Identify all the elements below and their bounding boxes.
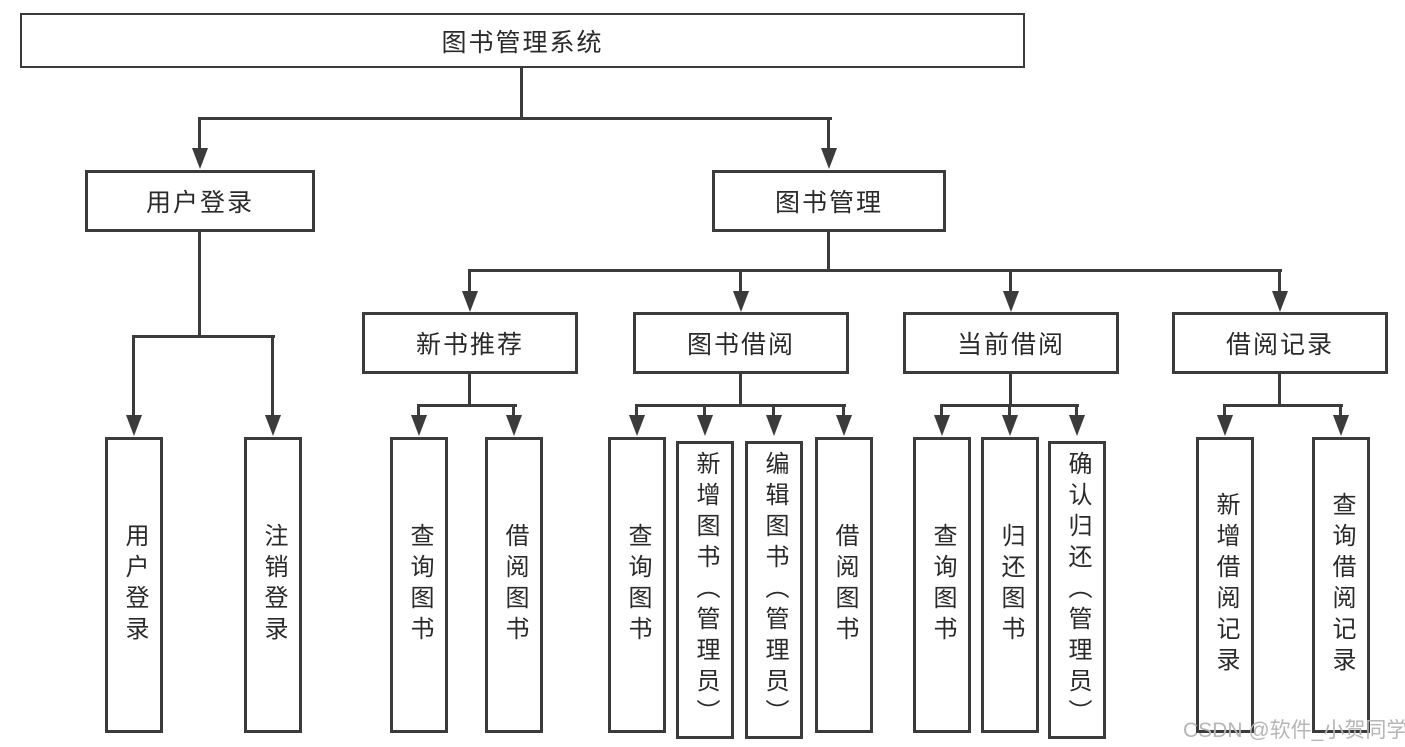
current-borrow-node: 当前借阅 xyxy=(903,312,1119,374)
connector-cu-return-drop xyxy=(1008,404,1011,417)
connector-cu-confirm-drop xyxy=(1075,404,1078,417)
root-node: 图书管理系统 xyxy=(20,13,1025,68)
leaf-rc-add-record-label: 新增借阅记录 xyxy=(1212,492,1239,678)
connector-new-books-bar xyxy=(417,404,517,407)
book-borrow-node: 图书借阅 xyxy=(633,312,849,374)
arrowhead-leaf-logout xyxy=(265,415,281,436)
leaf-cu-query-books-label: 查询图书 xyxy=(929,523,956,647)
arrowhead-nb-borrow xyxy=(506,415,522,436)
arrowhead-new-books xyxy=(462,291,478,312)
connector-new-books-trunk xyxy=(468,372,471,407)
new-books-node-label: 新书推荐 xyxy=(415,331,524,359)
leaf-logout-label: 注销登录 xyxy=(260,523,287,647)
arrowhead-bw-borrow xyxy=(836,415,852,436)
root-node-label: 图书管理系统 xyxy=(441,28,604,57)
book-borrow-node-label: 图书借阅 xyxy=(686,331,795,359)
connector-book-borrow-trunk xyxy=(739,372,742,407)
csdn-watermark: CSDN @软件_小贺同学 xyxy=(1183,719,1405,742)
new-books-node: 新书推荐 xyxy=(362,312,578,374)
connector-book-borrow-leafbar xyxy=(635,404,846,407)
leaf-bw-edit-books-admin: 编辑图书（管理员） xyxy=(745,441,803,739)
arrowhead-book-borrow xyxy=(733,291,749,312)
book-mgmt-node-label: 图书管理 xyxy=(774,189,883,217)
connector-rc-add-drop xyxy=(1223,404,1226,417)
connector-root-bar xyxy=(198,117,832,120)
connector-root-trunk xyxy=(520,66,523,118)
connector-nb-query-drop xyxy=(417,404,420,417)
arrowhead-rc-add xyxy=(1217,415,1233,436)
leaf-user-login-label: 用户登录 xyxy=(121,523,148,647)
arrowhead-borrow-records xyxy=(1272,291,1288,312)
connector-current-borrow-drop xyxy=(1009,269,1012,294)
connector-leaf-logout-drop xyxy=(271,335,274,416)
connector-user-login-bar xyxy=(132,335,275,338)
leaf-bw-query-books: 查询图书 xyxy=(608,437,666,733)
arrowhead-book-mgmt xyxy=(821,148,837,169)
leaf-bw-add-books-admin: 新增图书（管理员） xyxy=(676,441,734,739)
arrowhead-bw-add xyxy=(697,415,713,436)
connector-leaf-user-login-drop xyxy=(132,335,135,416)
leaf-nb-query-books-label: 查询图书 xyxy=(406,523,433,647)
arrowhead-current-borrow xyxy=(1003,291,1019,312)
connector-cu-query-drop xyxy=(940,404,943,417)
connector-rc-query-drop xyxy=(1339,404,1342,417)
connector-user-login-trunk xyxy=(198,229,201,337)
connector-current-borrow-trunk xyxy=(1009,372,1012,407)
arrowhead-nb-query xyxy=(411,415,427,436)
leaf-bw-borrow-books-label: 借阅图书 xyxy=(831,523,858,647)
connector-book-borrow-drop xyxy=(739,269,742,294)
leaf-rc-query-record: 查询借阅记录 xyxy=(1312,437,1370,733)
connector-nb-borrow-drop xyxy=(512,404,515,417)
leaf-cu-confirm-return-admin-label: 确认归还（管理员） xyxy=(1064,450,1091,730)
connector-bw-add-drop xyxy=(703,404,706,417)
connector-bw-edit-drop xyxy=(772,404,775,417)
arrowhead-rc-query xyxy=(1333,415,1349,436)
leaf-cu-return-books: 归还图书 xyxy=(981,437,1039,733)
leaf-bw-add-books-admin-label: 新增图书（管理员） xyxy=(692,450,719,730)
connector-bw-borrow-drop xyxy=(842,404,845,417)
connector-borrow-records-trunk xyxy=(1278,372,1281,407)
connector-book-mgmt-trunk xyxy=(827,230,830,271)
arrowhead-bw-edit xyxy=(766,415,782,436)
leaf-cu-return-books-label: 归还图书 xyxy=(997,523,1024,647)
connector-book-mgmt-bar xyxy=(468,269,1282,272)
current-borrow-node-label: 当前借阅 xyxy=(956,331,1065,359)
book-mgmt-node: 图书管理 xyxy=(712,170,946,232)
leaf-bw-query-books-label: 查询图书 xyxy=(624,523,651,647)
leaf-rc-query-record-label: 查询借阅记录 xyxy=(1328,492,1355,678)
leaf-bw-borrow-books: 借阅图书 xyxy=(815,437,873,733)
leaf-nb-borrow-books-label: 借阅图书 xyxy=(501,523,528,647)
connector-borrow-records-bar xyxy=(1223,404,1343,407)
user-login-node-label: 用户登录 xyxy=(145,189,254,217)
arrowhead-cu-query xyxy=(934,415,950,436)
connector-user-login-drop xyxy=(198,117,201,149)
leaf-cu-confirm-return-admin: 确认归还（管理员） xyxy=(1048,441,1106,739)
leaf-logout: 注销登录 xyxy=(244,437,302,733)
connector-borrow-records-drop xyxy=(1278,269,1281,294)
leaf-cu-query-books: 查询图书 xyxy=(913,437,971,733)
arrowhead-user-login xyxy=(192,148,208,169)
arrowhead-cu-confirm xyxy=(1069,415,1085,436)
arrowhead-bw-query xyxy=(629,415,645,436)
leaf-bw-edit-books-admin-label: 编辑图书（管理员） xyxy=(761,450,788,730)
borrow-records-node-label: 借阅记录 xyxy=(1225,331,1334,359)
connector-book-mgmt-drop xyxy=(827,117,830,149)
arrowhead-cu-return xyxy=(1002,415,1018,436)
arrowhead-leaf-user-login xyxy=(126,415,142,436)
leaf-nb-borrow-books: 借阅图书 xyxy=(485,437,543,733)
connector-bw-query-drop xyxy=(635,404,638,417)
leaf-user-login: 用户登录 xyxy=(105,437,163,733)
leaf-rc-add-record: 新增借阅记录 xyxy=(1196,437,1254,733)
borrow-records-node: 借阅记录 xyxy=(1172,312,1388,374)
user-login-node: 用户登录 xyxy=(85,170,315,232)
connector-new-books-drop xyxy=(468,269,471,294)
leaf-nb-query-books: 查询图书 xyxy=(390,437,448,733)
